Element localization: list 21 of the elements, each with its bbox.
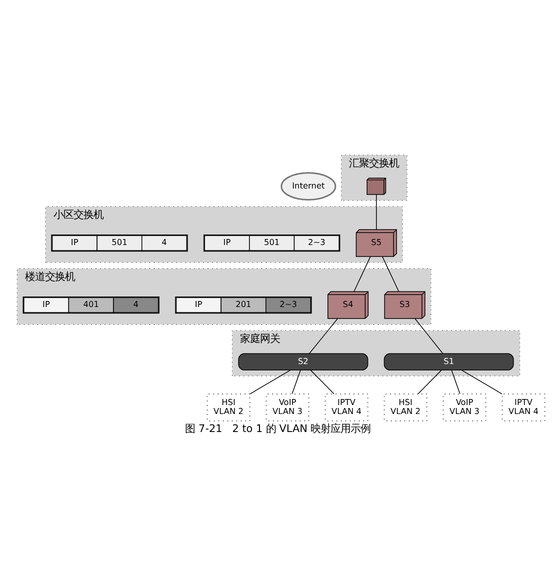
connector	[376, 194, 377, 230]
connector	[250, 370, 291, 394]
cluster: 汇聚交换机	[340, 154, 408, 201]
connector	[354, 256, 371, 292]
node-ellipse: Internet	[280, 172, 336, 201]
connector	[310, 370, 334, 394]
node-box: IPTV VLAN 4	[324, 394, 368, 422]
connector	[382, 256, 400, 292]
connector	[418, 370, 442, 394]
node-box: HSI VLAN 2	[206, 394, 250, 422]
connector	[292, 370, 301, 394]
connector	[414, 318, 444, 354]
node-box: VoIP VLAN 3	[266, 394, 310, 422]
node-box: VoIP VLAN 3	[442, 394, 486, 422]
node-box: S1	[384, 353, 514, 370]
connector	[461, 370, 502, 394]
caption: 图 7-21 2 to 1 的 VLAN 映射应用示例	[185, 423, 371, 436]
node-box: IPTV VLAN 4	[502, 394, 546, 422]
node-box: S2	[238, 353, 368, 370]
node-box: HSI VLAN 2	[384, 394, 428, 422]
connector	[451, 370, 460, 394]
